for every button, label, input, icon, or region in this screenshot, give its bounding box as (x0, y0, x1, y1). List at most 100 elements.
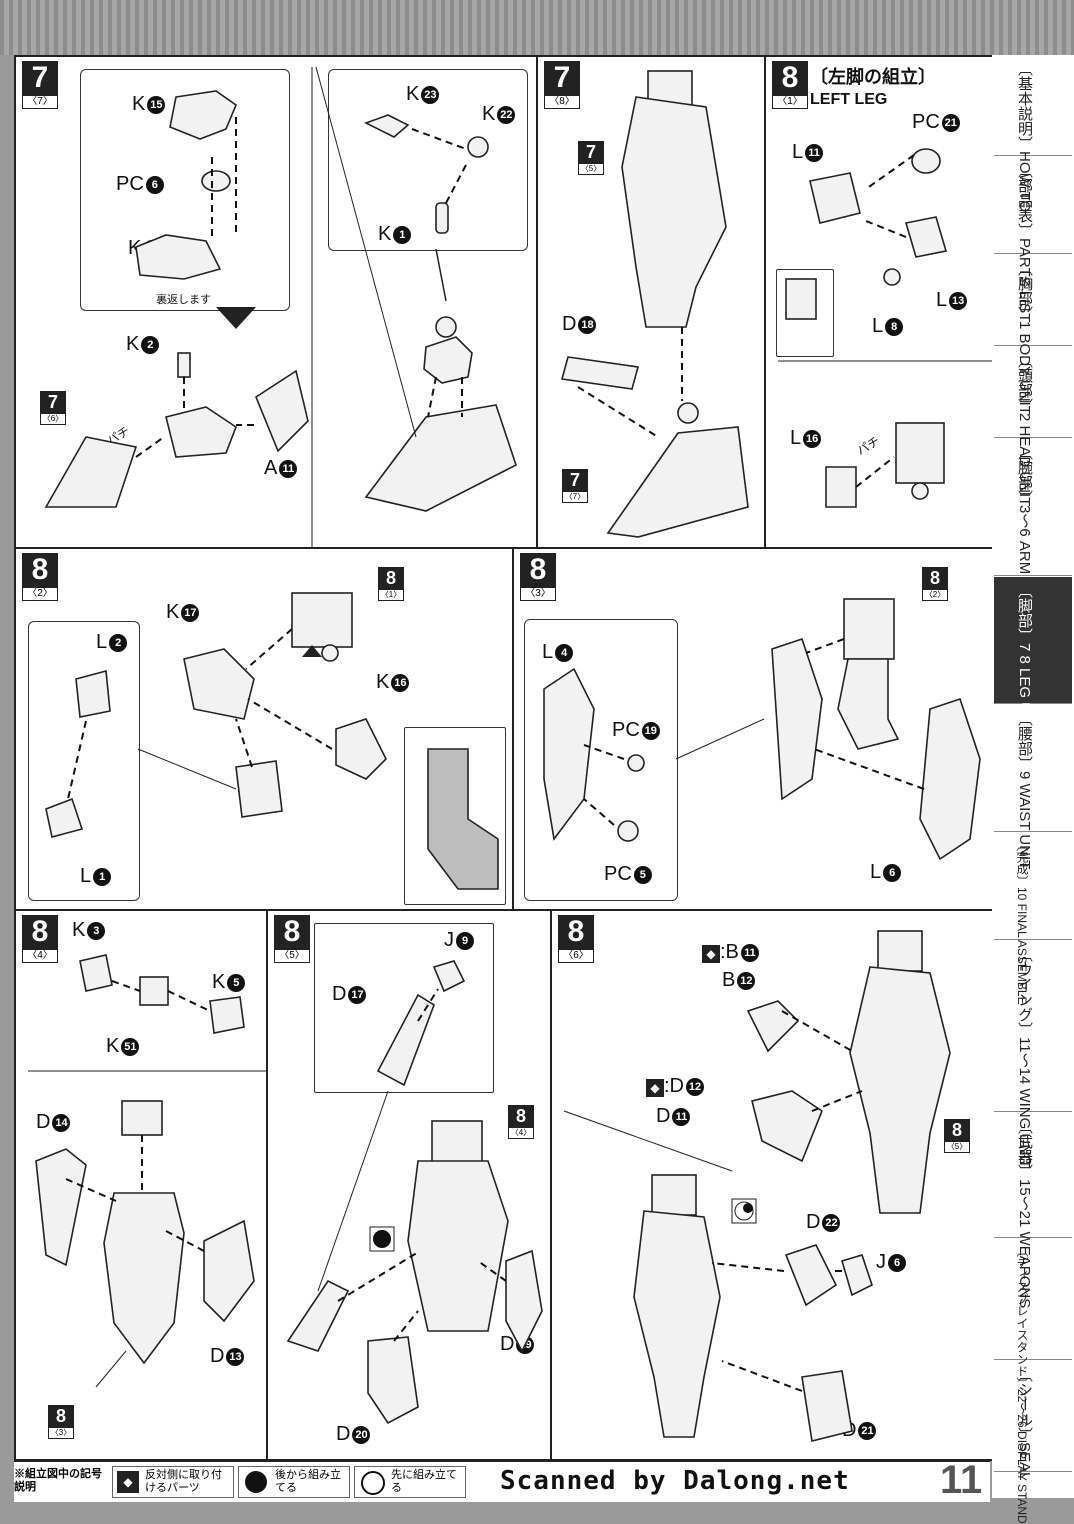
sidebar-item-weapons[interactable]: 〔武器〕15〜21 WEAPONS (994, 1113, 1072, 1308)
sidebar-item-waist-unit[interactable]: 〔腰部〕9 WAIST UNIT (994, 705, 1072, 869)
ref-badge: 7〈6〉 (40, 391, 66, 425)
mirror-part-icon: ◆ (702, 945, 720, 963)
sidebar-item-head-unit[interactable]: 〔頭部〕2 HEAD UNIT (994, 347, 1072, 506)
step-8-3-drawing (543, 598, 981, 861)
step-badge: 8〈5〉 (274, 915, 310, 963)
sidebar-item-leg-unit[interactable]: 〔脚部〕7 8 LEG UNIT (994, 577, 1072, 737)
ref-badge: 8〈3〉 (48, 1405, 74, 1439)
flip-note: 裏返します (156, 294, 211, 306)
step-7-8-drawing (560, 70, 749, 538)
ref-badge: 7〈5〉 (578, 141, 604, 175)
legend-assemble-later: 後から組み立てる (238, 1466, 350, 1498)
ref-badge: 8〈5〉 (944, 1119, 970, 1153)
sidebar-item-arm-unit[interactable]: 〔腕部〕3〜6 ARM UNIT (994, 439, 1072, 613)
sidebar-item-parts-list[interactable]: 〔部品表〕PARTS LIST (994, 157, 1072, 322)
step-badge: 8〈1〉 (772, 61, 808, 109)
step-title-jp: 〔左脚の組立〕 (810, 67, 936, 87)
legend-assemble-first: 先に組み立てる (354, 1466, 466, 1498)
step-badge: 8〈6〉 (558, 915, 594, 963)
assemble-first-icon (361, 1471, 385, 1495)
step-title-en: LEFT LEG (810, 91, 888, 108)
sidebar-item-seal[interactable]: 〔シール〕SEAL (994, 1361, 1072, 1480)
step-8-2-drawing (45, 592, 499, 890)
step-badge: 8〈3〉 (520, 553, 556, 601)
step-badge: 8〈2〉 (22, 553, 58, 601)
panel-step-8-5: 8〈5〉 J9 D17 8〈4〉 D19 D20 (266, 909, 552, 1461)
step-badge: 7〈8〉 (544, 61, 580, 109)
section-sidebar: 〔基本説明〕HOW TO 〔部品表〕PARTS LIST 〔胸部〕1 BODY … (992, 55, 1074, 1524)
step-8-6-drawing (563, 930, 951, 1442)
step-8-1-drawing (778, 148, 992, 508)
step-8-5-drawing (286, 960, 543, 1425)
page-number: 11 (940, 1458, 983, 1502)
instruction-page: 7〈7〉 K15 PC6 K11 裏返します K2 A11 K23 K22 K1… (14, 55, 994, 1498)
sidebar-item-final-assemble[interactable]: 〔完成〕10 FINAL ASSEMBLE (994, 833, 1072, 1005)
sidebar-item-how-to[interactable]: 〔基本説明〕HOW TO (994, 55, 1072, 212)
sidebar-item-body-unit[interactable]: 〔胸部〕1 BODY UNIT (994, 255, 1072, 415)
panel-step-8-6: 8〈6〉 ◆:B11 B12 ◆:D12 D11 8〈5〉 D22 J6 D21 (550, 909, 994, 1461)
panel-step-7-7: 7〈7〉 K15 PC6 K11 裏返します K2 A11 K23 K22 K1… (14, 55, 538, 549)
step-number: 7 (22, 61, 58, 95)
mirror-part-icon: ◆ (117, 1471, 139, 1493)
ref-badge: 8〈4〉 (508, 1105, 534, 1139)
sidebar-item-display-stand[interactable]: 〔ディスプレイスタンド〕22〜26 DISPLAY STAND (994, 1239, 1072, 1524)
ref-badge: 7〈7〉 (562, 469, 588, 503)
mirror-part-icon: ◆ (646, 1079, 664, 1097)
step-badge: 7〈7〉 (22, 61, 58, 109)
ref-badge: 8〈2〉 (922, 567, 948, 601)
sub-assembly-box (28, 621, 140, 901)
assemble-later-icon (245, 1471, 267, 1493)
step-sub: 〈7〉 (22, 95, 58, 109)
legend-mirror-part: ◆ 反対側に取り付けるパーツ (112, 1466, 234, 1498)
scan-watermark: Scanned by Dalong.net (500, 1466, 850, 1496)
step-7-7-drawing (44, 66, 517, 547)
ref-badge: 8〈1〉 (378, 567, 404, 601)
step-badge: 8〈4〉 (22, 915, 58, 963)
legend-title: ※組立図中の記号説明 (14, 1468, 102, 1493)
symbol-legend-footer: ※組立図中の記号説明 ◆ 反対側に取り付けるパーツ 後から組み立てる 先に組み立… (14, 1460, 990, 1502)
sidebar-item-wing-unit[interactable]: 〔ウイング〕11〜14 WING UNIT (994, 941, 1072, 1168)
top-background-band (0, 0, 1074, 55)
step-8-4-drawing (28, 954, 266, 1388)
